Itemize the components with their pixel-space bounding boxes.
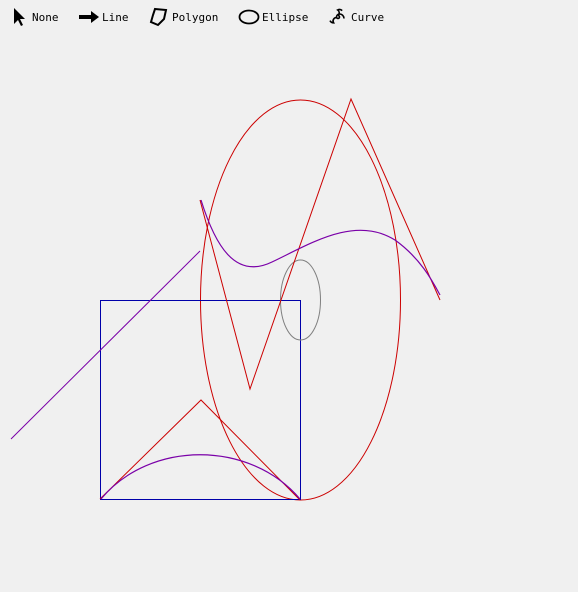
line-arrow-icon (78, 6, 100, 28)
polygon-icon (148, 6, 170, 28)
cursor-arrow-icon (8, 6, 30, 28)
ellipse-icon (238, 6, 260, 28)
tool-polygon-label: Polygon (172, 10, 219, 24)
spiral-curve-icon (327, 6, 349, 28)
red-triangle-polyline (99, 399, 301, 501)
blue-rectangle-shape (100, 300, 301, 500)
drawing-canvas[interactable] (0, 34, 578, 592)
tool-ellipse-label: Ellipse (262, 10, 309, 24)
red-zigzag-polyline (199, 97, 441, 391)
tool-none-label: None (32, 10, 59, 24)
tool-polygon-button[interactable]: Polygon (148, 6, 218, 28)
toolbar: None Line Polygon (0, 0, 578, 34)
tool-line-label: Line (102, 10, 129, 24)
purple-arc-curve (100, 454, 301, 500)
tool-ellipse-button[interactable]: Ellipse (238, 6, 308, 28)
purple-wave-curve (200, 199, 441, 296)
purple-line-shape (10, 250, 201, 440)
tool-curve-label: Curve (351, 10, 385, 24)
tool-none-button[interactable]: None (8, 6, 59, 28)
tool-line-button[interactable]: Line (78, 6, 129, 28)
tool-curve-button[interactable]: Curve (327, 6, 384, 28)
